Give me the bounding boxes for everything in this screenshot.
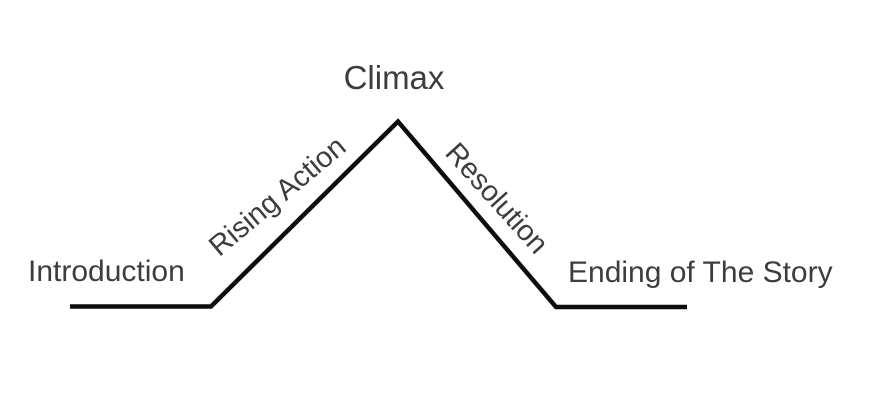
climax-label: Climax (343, 59, 445, 96)
ending-of-story-label: Ending of The Story (568, 256, 833, 289)
story-arc-line (70, 118, 687, 310)
introduction-label: Introduction (28, 255, 185, 288)
